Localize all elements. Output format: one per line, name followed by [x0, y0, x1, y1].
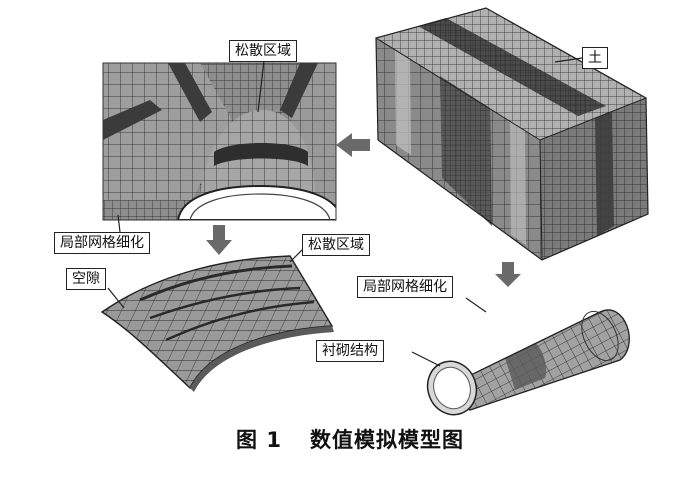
arrow-left — [336, 133, 370, 157]
label-loose-zone-top: 松散区域 — [229, 40, 297, 62]
figure-title: 数值模拟模型图 — [309, 428, 464, 452]
soil-leader-line — [554, 57, 583, 63]
label-local-refine-right: 局部网格细化 — [357, 276, 453, 298]
arrow-down-left — [206, 225, 232, 255]
soil-block-model — [375, 7, 649, 261]
lining-leader — [411, 351, 441, 367]
label-local-refine-left: 局部网格细化 — [54, 232, 150, 254]
label-soil: 土 — [582, 47, 608, 69]
label-loose-zone-mid: 松散区域 — [302, 234, 370, 256]
arrow-down-right — [495, 262, 521, 287]
zoom-frame — [102, 62, 337, 221]
curved-shell-model — [100, 255, 334, 392]
figure-caption: 图 1 数值模拟模型图 — [0, 424, 700, 454]
figure-number: 图 1 — [236, 428, 282, 452]
lining-tube-model — [426, 309, 630, 416]
void-leader — [107, 287, 125, 309]
zoom-detail-model — [103, 63, 336, 220]
loose-zone-top-leader — [257, 51, 266, 113]
refine-left-leader — [117, 214, 121, 233]
refine-right-leader — [465, 297, 487, 313]
label-lining: 衬砌结构 — [316, 340, 384, 362]
label-void: 空隙 — [66, 268, 106, 290]
